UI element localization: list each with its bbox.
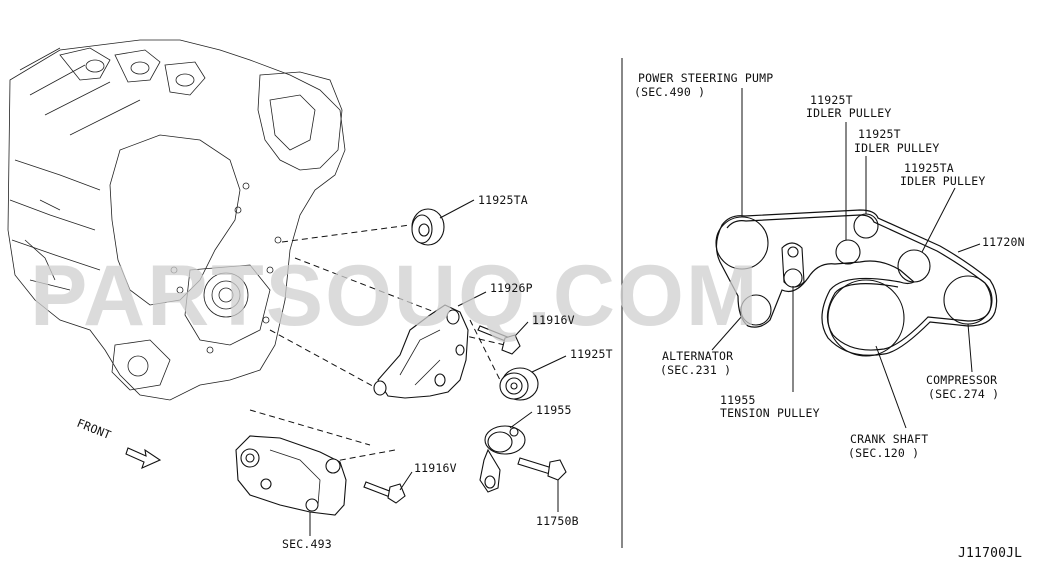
assembly-dash-lines [249, 224, 506, 463]
label-tension-num: 11955 [720, 393, 756, 407]
label-idler3-name: IDLER PULLEY [900, 174, 985, 188]
label-11926P: 11926P [490, 281, 533, 295]
label-sec493: SEC.493 [282, 537, 332, 551]
alternator-pulley [740, 294, 772, 326]
engine-block-drawing [7, 39, 346, 401]
bolt-11916V-upper-part [477, 325, 521, 355]
label-idler1-name: IDLER PULLEY [806, 106, 891, 120]
bolt-11916V-lower-part [363, 481, 406, 504]
label-11955: 11955 [536, 403, 572, 417]
bolt-11750B-part [517, 457, 567, 481]
idler-pulley-1 [853, 213, 879, 239]
label-power-steering-pump: POWER STEERING PUMP [638, 71, 773, 85]
label-idler1-num: 11925T [810, 93, 853, 107]
label-11750B: 11750B [536, 514, 579, 528]
label-11925T: 11925T [570, 347, 613, 361]
label-compressor-sec: (SEC.274 ) [928, 387, 999, 401]
idler-pulley-11925T-part [499, 367, 539, 401]
figure-id: J11700JL [958, 546, 1022, 561]
label-11925TA: 11925TA [478, 193, 528, 207]
left-leader-lines [309, 199, 567, 536]
idler-pulley-2 [835, 239, 861, 265]
front-arrow-icon [125, 447, 162, 470]
label-power-steering-sec: (SEC.490 ) [634, 85, 705, 99]
label-crank-shaft: CRANK SHAFT [850, 432, 928, 446]
watermark-text: PARTSOUQ.COM [30, 248, 760, 344]
label-tension-name: TENSION PULLEY [720, 406, 820, 420]
tension-pulley-pivot [787, 246, 799, 258]
idler-pulley-11925TA-part [411, 208, 445, 246]
label-compressor: COMPRESSOR [926, 373, 997, 387]
label-alternator: ALTERNATOR [662, 349, 733, 363]
right-leader-lines [711, 88, 981, 429]
label-belt-11720N: 11720N [982, 235, 1025, 249]
bracket-11926P-part [373, 304, 469, 399]
label-11916V-lower: 11916V [414, 461, 457, 475]
label-idler3-num: 11925TA [904, 161, 954, 175]
label-idler2-name: IDLER PULLEY [854, 141, 939, 155]
label-idler2-num: 11925T [858, 127, 901, 141]
mount-bracket-sec493-part [235, 435, 347, 516]
belt-routing-diagram [715, 209, 998, 357]
front-label: FRONT [75, 416, 113, 442]
idler-pulley-3 [897, 249, 931, 283]
label-11916V-upper: 11916V [532, 313, 575, 327]
tension-pulley-wheel [783, 268, 803, 288]
crankshaft-pulley [827, 279, 905, 357]
label-crank-sec: (SEC.120 ) [848, 446, 919, 460]
label-alternator-sec: (SEC.231 ) [660, 363, 731, 377]
tension-pulley-11955-part [479, 425, 526, 493]
drive-belt [715, 209, 998, 356]
